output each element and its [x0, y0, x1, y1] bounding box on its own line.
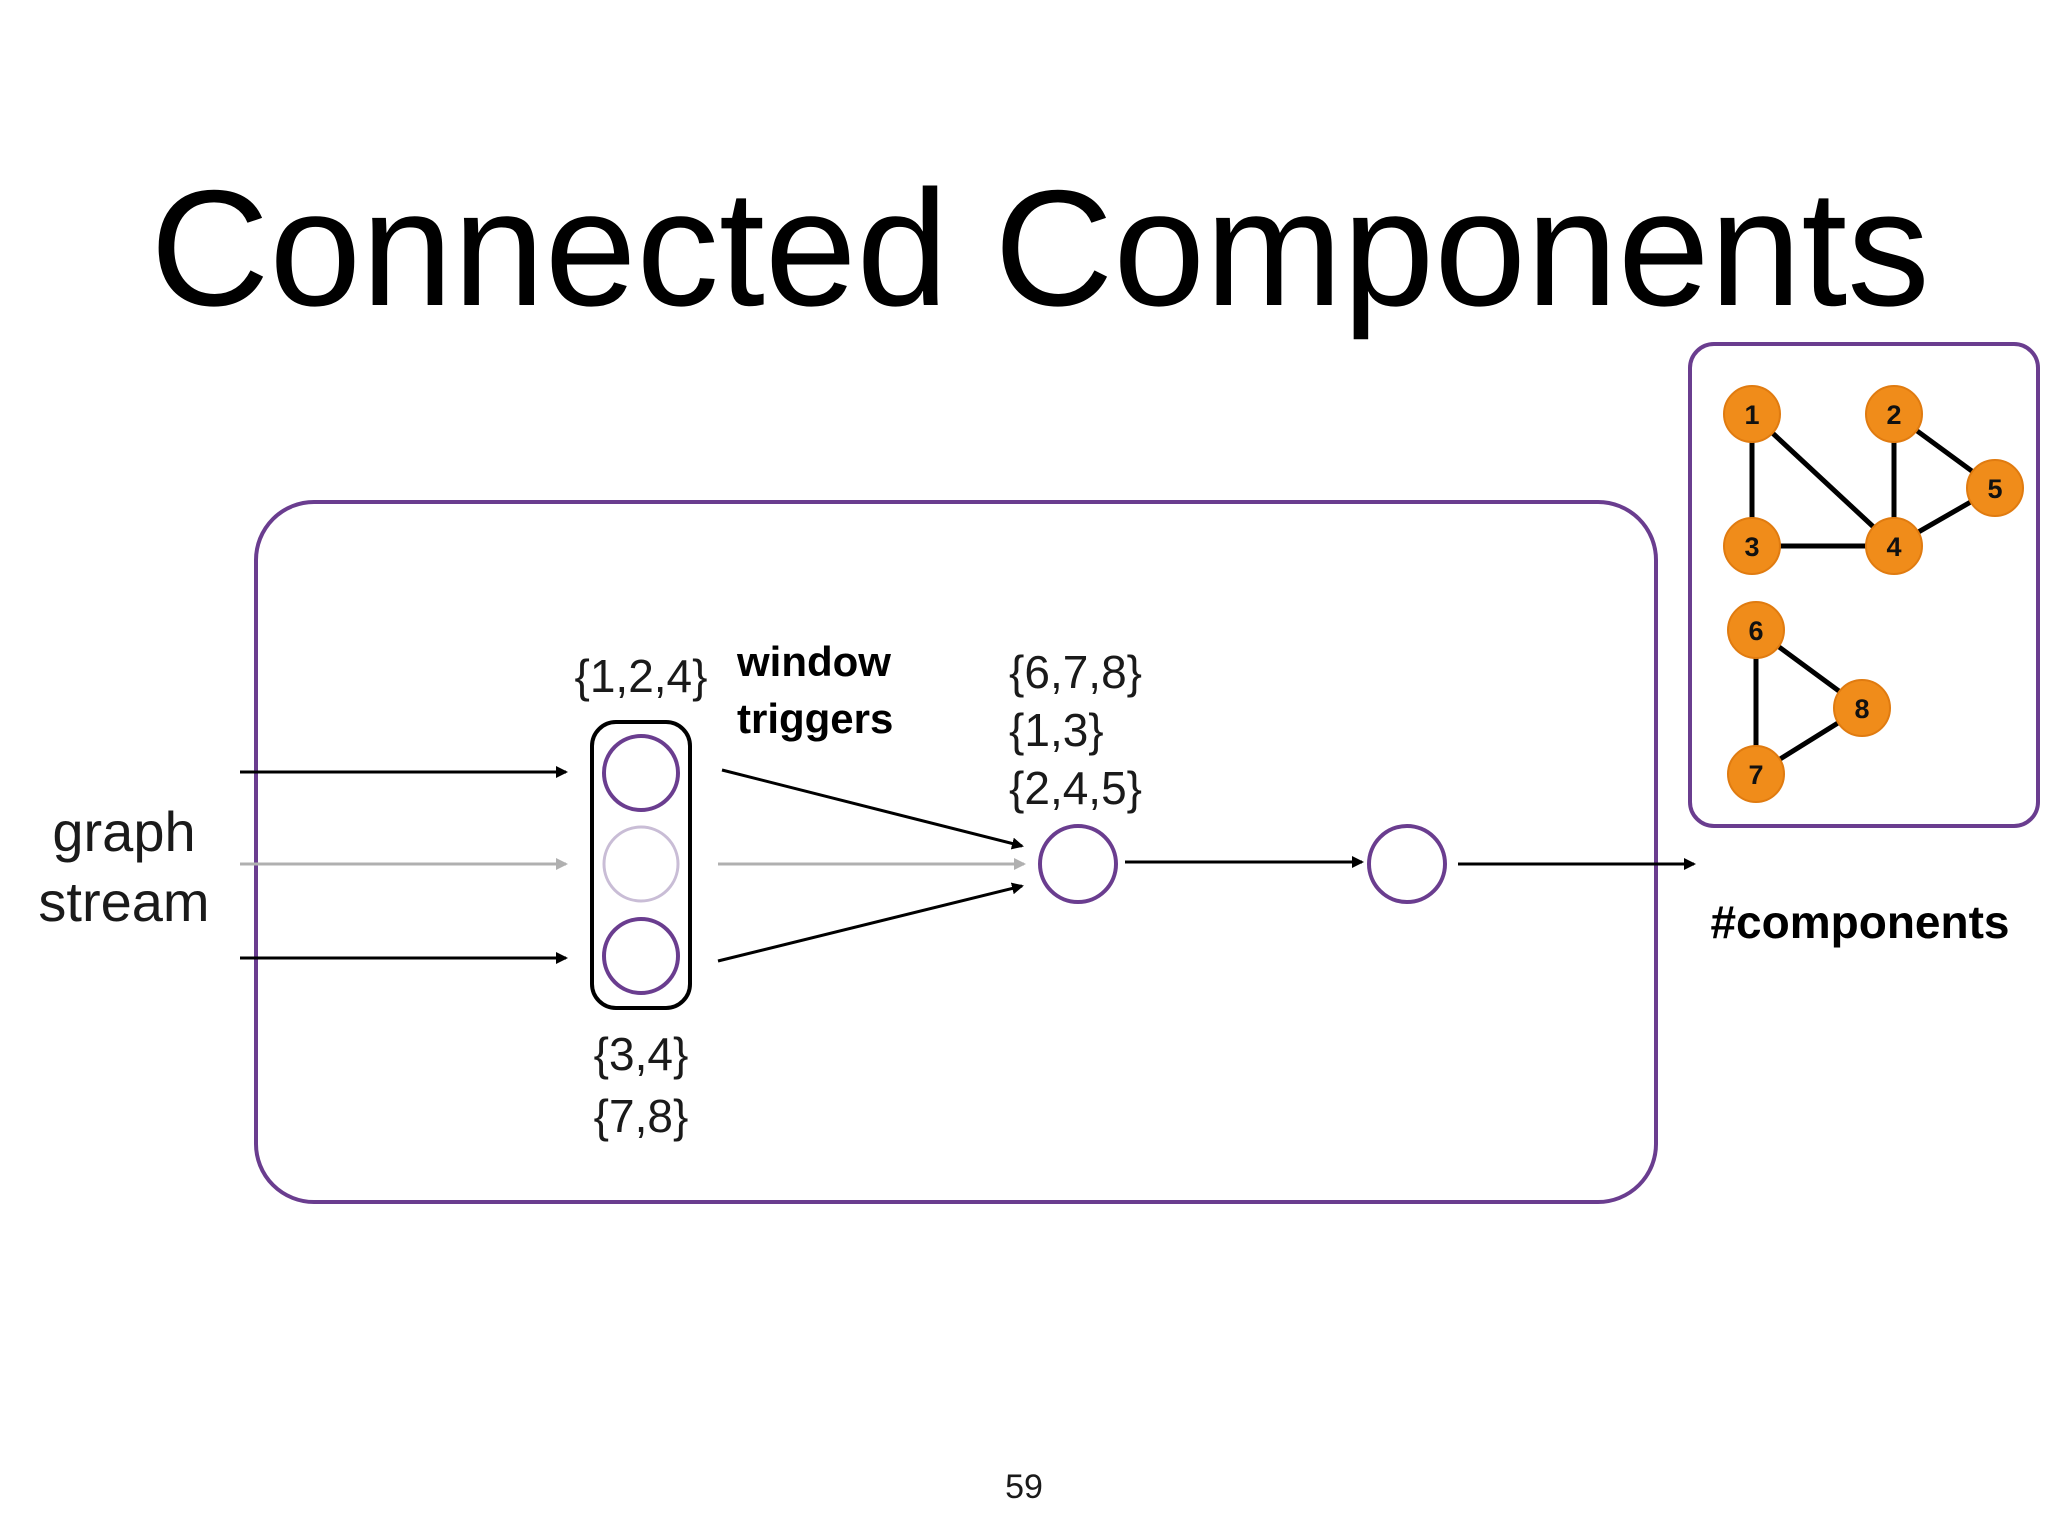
- merge-arrow-bottom: [717, 882, 1024, 963]
- graph-node-1: 1: [1723, 385, 1781, 443]
- partition-operator-top: [602, 734, 680, 812]
- graph-node-4: 4: [1865, 517, 1923, 575]
- merged-set-2: {1,3}: [1009, 704, 1104, 756]
- merged-set-3: {2,4,5}: [1009, 762, 1142, 814]
- graph-node-label: 1: [1744, 400, 1759, 430]
- partition-operator-bottom: [602, 917, 680, 995]
- graph-node-5: 5: [1966, 459, 2024, 517]
- graph-node-6: 6: [1727, 601, 1785, 659]
- graph-node-2: 2: [1865, 385, 1923, 443]
- graph-node-label: 3: [1744, 532, 1759, 562]
- graph-node-7: 7: [1727, 745, 1785, 803]
- graph-node-label: 4: [1886, 532, 1901, 562]
- merge-operator: [1038, 824, 1118, 904]
- graph-node-label: 6: [1748, 616, 1763, 646]
- input-label-line-2: stream: [38, 870, 209, 933]
- bottom-partition-set-1: {3,4}: [594, 1028, 689, 1080]
- graph-node-8: 8: [1833, 679, 1891, 737]
- graph-node-label: 5: [1987, 474, 2002, 504]
- output-label: #components: [1710, 896, 2009, 948]
- dataflow-container: [254, 500, 1658, 1204]
- example-graph-panel: [1688, 342, 2040, 828]
- graph-node-label: 7: [1748, 760, 1763, 790]
- page-number: 59: [1005, 1468, 1043, 1506]
- merged-set-1: {6,7,8}: [1009, 646, 1142, 698]
- window-label-line-2: triggers: [737, 695, 893, 742]
- graph-node-3: 3: [1723, 517, 1781, 575]
- merge-arrow-top: [721, 768, 1024, 850]
- partition-operator-middle: [602, 825, 680, 903]
- bottom-partition-set-2: {7,8}: [594, 1090, 689, 1142]
- count-operator: [1367, 824, 1447, 904]
- graph-edge-1-4: [1750, 412, 1896, 548]
- window-label-line-1: window: [736, 638, 891, 685]
- top-partition-sets: {1,2,4}: [574, 650, 707, 702]
- page-title: Connected Components: [150, 156, 1929, 340]
- input-label-line-1: graph: [52, 800, 195, 863]
- graph-node-label: 2: [1886, 400, 1901, 430]
- graph-node-label: 8: [1854, 694, 1869, 724]
